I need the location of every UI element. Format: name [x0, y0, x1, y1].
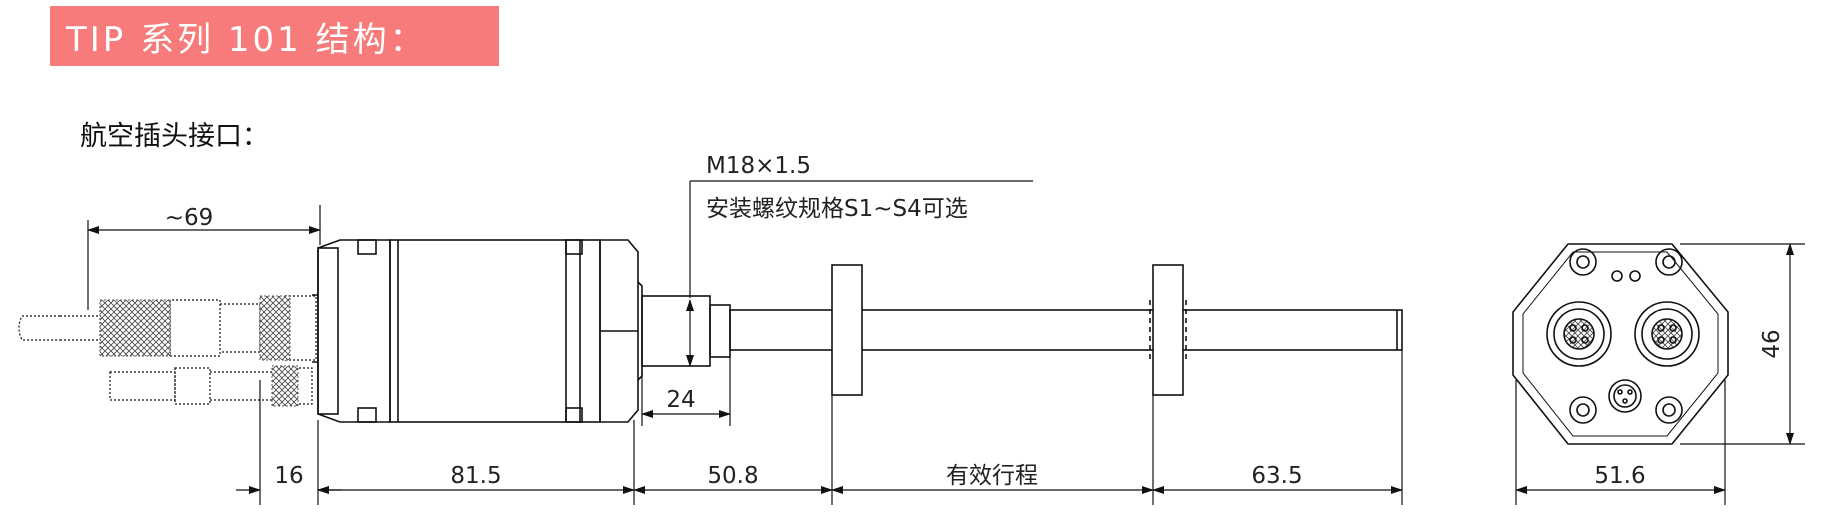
- side-view: [18, 239, 1403, 423]
- hex-flange: [599, 239, 639, 423]
- end-magnet: [1152, 264, 1184, 396]
- dim-housing-length: 81.5: [450, 463, 501, 489]
- lower-cable: [109, 367, 313, 405]
- dim-connector-offset: 16: [274, 463, 303, 489]
- connector-small: [1608, 379, 1642, 413]
- threaded-neck: [641, 295, 711, 367]
- end-housing: [1512, 243, 1729, 445]
- housing-body: [389, 239, 601, 423]
- lower-nut-knurl: [271, 365, 299, 407]
- side-dimensions: [87, 180, 1403, 505]
- dim-end-width: 51.6: [1594, 463, 1645, 489]
- probe-rod: [729, 309, 1403, 351]
- section-title-banner: TIP 系列 101 结构：: [50, 6, 499, 66]
- housing-rear-plate: [317, 247, 339, 415]
- thread-note: 安装螺纹规格S1~S4可选: [706, 196, 968, 222]
- connector-left: [1546, 301, 1612, 367]
- mounting-screws: [1569, 248, 1683, 424]
- dim-end-height: 46: [1759, 329, 1785, 358]
- section-title: TIP 系列 101 结构：: [66, 19, 427, 60]
- connector-right: [1634, 301, 1700, 367]
- dim-null-zone: 50.8: [707, 463, 758, 489]
- end-dimensions: [1515, 243, 1805, 505]
- start-magnet: [831, 264, 863, 396]
- dim-stroke: 有效行程: [946, 463, 1038, 489]
- connector-type-heading: 航空插头接口：: [80, 121, 269, 152]
- upper-knurl: [99, 299, 171, 357]
- thread-callout: M18×1.5: [706, 153, 811, 179]
- housing-cap: [317, 239, 391, 423]
- dim-dead-zone: 63.5: [1251, 463, 1302, 489]
- end-view: [1512, 243, 1729, 445]
- dim-thread-length: 24: [666, 387, 695, 413]
- dim-cable-length: ~69: [165, 205, 214, 231]
- upper-nut-knurl: [259, 295, 291, 361]
